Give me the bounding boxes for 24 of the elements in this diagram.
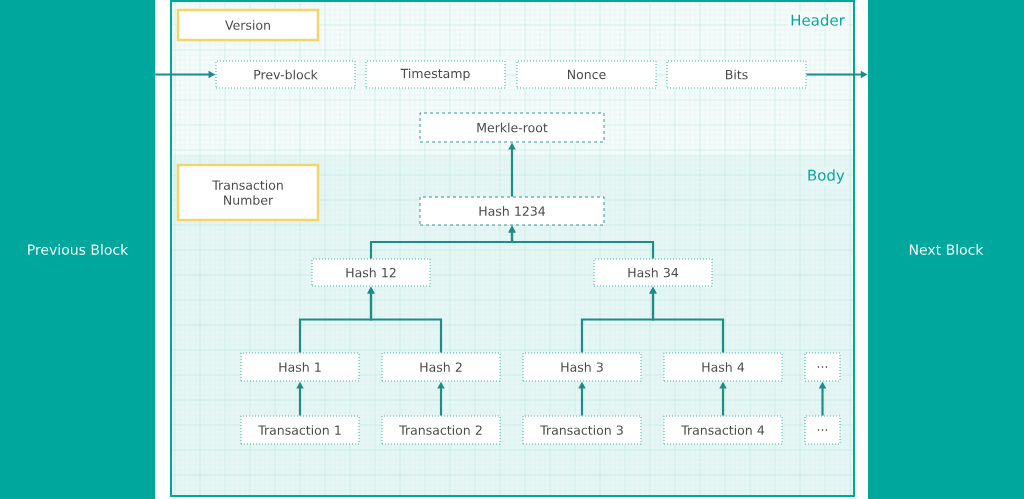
field-box: Nonce xyxy=(516,60,657,89)
field-box: Hash 12 xyxy=(311,258,431,287)
section-title: Header xyxy=(788,12,847,28)
field-box: Hash 1 xyxy=(240,352,360,382)
field-box: Hash 4 xyxy=(663,352,783,382)
field-box: Hash 3 xyxy=(522,352,642,382)
field-box: Hash 2 xyxy=(381,352,501,382)
field-box: ... xyxy=(804,352,841,382)
field-box: Transaction Number xyxy=(176,163,320,222)
section-title: Body xyxy=(804,167,847,186)
hash-box: Merkle-root xyxy=(419,112,605,143)
field-box: Transaction 1 xyxy=(240,415,360,445)
field-box: Version xyxy=(176,8,320,42)
field-box: ... xyxy=(804,415,841,445)
field-box: Transaction 4 xyxy=(663,415,783,445)
field-box: Hash 34 xyxy=(593,258,713,287)
field-box: Bits xyxy=(666,60,807,89)
hash-box: Hash 1234 xyxy=(419,196,605,226)
block-panel: Previous Block xyxy=(0,0,155,499)
field-box: Prev-block xyxy=(215,60,356,89)
field-box: Transaction 3 xyxy=(522,415,642,445)
block-panel: Next Block xyxy=(868,0,1024,499)
field-box: Transaction 2 xyxy=(381,415,501,445)
field-box: Timestamp xyxy=(365,60,506,89)
